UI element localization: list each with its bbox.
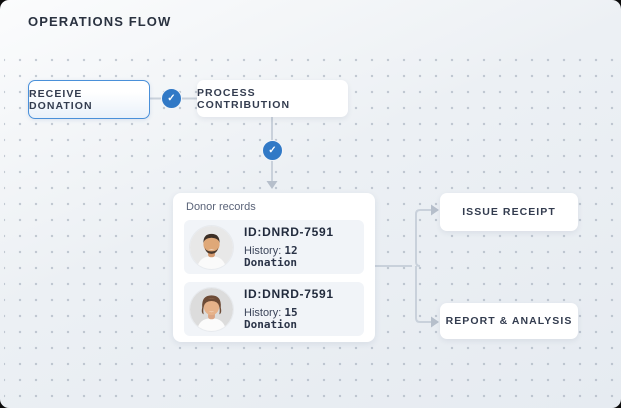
donor-records-card: Donor records ID:DNRD-7591 History: 12 D…	[173, 193, 375, 342]
donor-record-row[interactable]: ID:DNRD-7591 History: 15 Donation	[184, 282, 364, 336]
donor-history: History: 15 Donation	[244, 307, 356, 331]
node-receive-donation-label: RECEIVE DONATION	[29, 87, 93, 112]
donor-info: ID:DNRD-7591 History: 12 Donation	[244, 226, 356, 269]
check-icon: ✓	[161, 88, 182, 109]
donor-id: ID:DNRD-7591	[244, 224, 334, 239]
donor-record-row[interactable]: ID:DNRD-7591 History: 12 Donation	[184, 220, 364, 274]
check-glyph: ✓	[167, 92, 176, 104]
node-process-contribution[interactable]: PROCESS CONTRIBUTION	[197, 80, 348, 117]
donor-history-value: 12 Donation	[244, 243, 298, 269]
male-donor-avatar	[190, 225, 233, 269]
node-process-contribution-label: PROCESS CONTRIBUTION	[197, 86, 291, 111]
arrowhead-down-icon	[266, 181, 278, 189]
female-donor-avatar	[190, 287, 233, 331]
page-title: OPERATIONS FLOW	[28, 14, 172, 29]
node-issue-receipt-label: ISSUE RECEIPT	[462, 206, 556, 218]
check-icon: ✓	[262, 140, 283, 161]
donor-id: ID:DNRD-7591	[244, 286, 334, 301]
check-glyph: ✓	[268, 144, 277, 156]
donor-info: ID:DNRD-7591 History: 15 Donation	[244, 288, 356, 331]
arrowhead-right-report-icon	[431, 316, 439, 328]
donor-history-value: 15 Donation	[244, 305, 298, 331]
node-report-analysis-label: REPORT & ANALYSIS	[445, 315, 573, 327]
node-issue-receipt[interactable]: ISSUE RECEIPT	[440, 193, 578, 231]
connector-donors-branch	[375, 209, 432, 323]
donor-records-title: Donor records	[186, 201, 256, 213]
arrowhead-right-issue-icon	[431, 204, 439, 216]
donor-history-label: History:	[244, 306, 282, 319]
node-receive-donation[interactable]: RECEIVE DONATION	[28, 80, 150, 119]
donor-history: History: 12 Donation	[244, 245, 356, 269]
donor-history-label: History:	[244, 244, 282, 257]
node-report-analysis[interactable]: REPORT & ANALYSIS	[440, 303, 578, 339]
